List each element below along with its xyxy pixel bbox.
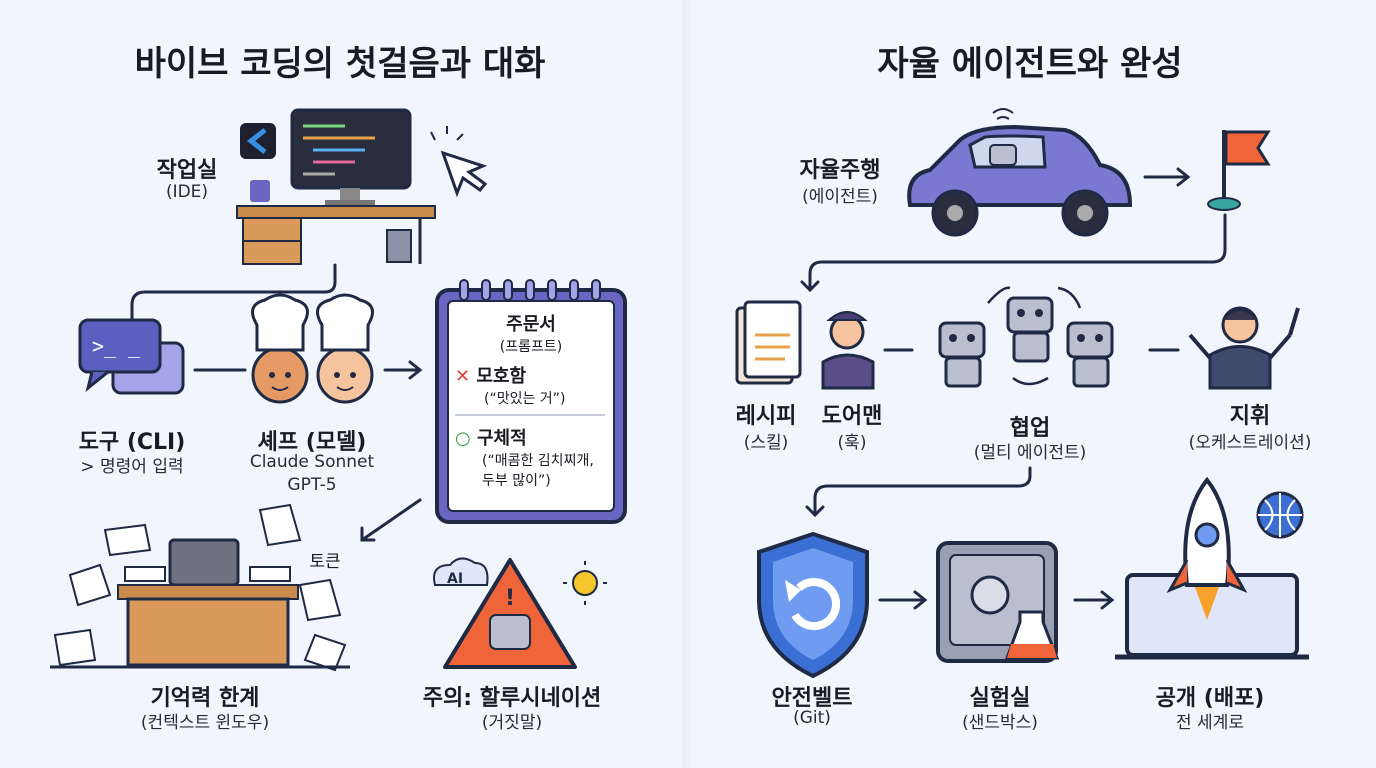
good-label: 구체적 [477,428,527,449]
cli-sub: > 명령어 입력 [80,457,184,477]
multi-agent-robots-icon [938,286,1114,388]
cli-prompt-glyph: >_ _ [92,334,141,358]
agent-sub: (에이전트) [802,187,878,207]
cli-label: 도구 (CLI) [78,430,186,455]
orchestration-label: 지휘 [1229,404,1271,429]
token-label: 토큰 [309,552,341,572]
bad-example: (“맛있는 거”) [484,391,566,407]
sandbox-label: 실험실 [969,686,1031,711]
conductor-icon [1188,306,1300,390]
git-sub: (Git) [793,708,831,728]
prompt-label: 주문서 [506,314,556,335]
notepad-rings-icon [459,279,601,301]
orchestration-sub: (오케스트레이션) [1188,433,1312,453]
prompt-bad: ✕ 모호함 [455,362,526,388]
ide-sub: (IDE) [165,182,209,202]
x-icon: ✕ [455,366,471,387]
model-sub-gpt: GPT-5 [287,475,337,495]
multi-agent-sub: (멀티 에이전트) [973,443,1087,463]
svg-text:!: ! [505,586,515,611]
hook-sub: (훅) [837,433,867,453]
multi-agent-label: 협업 [1009,416,1051,441]
model-sub-claude: Claude Sonnet [249,452,375,472]
context-sub: (컨텍스트 윈도우) [140,713,270,733]
prompt-notepad [435,288,627,524]
good-example-1: (“매콤한 김치찌개, [482,453,594,469]
ide-desk-icon [236,108,488,265]
memory-desk-icon [50,503,350,672]
bad-label: 모호함 [476,366,527,387]
sandbox-sub: (샌드박스) [962,713,1038,733]
left-title: 바이브 코딩의 첫걸음과 대화 [134,44,546,84]
self-driving-car-icon [907,108,1133,237]
deploy-label: 공개 (배포) [1155,686,1265,711]
deploy-sub: 전 세계로 [1176,713,1244,733]
sandbox-safe-icon [936,541,1060,663]
prompt-good: ○ 구체적 [455,424,527,450]
circle-icon: ○ [455,428,471,449]
right-title: 자율 에이전트와 완성 [877,44,1183,84]
chef-model-icon [251,293,374,404]
prompt-sub: (프롬프트) [499,339,563,355]
recipe-doorman-icon [735,300,875,390]
hook-label: 도어맨 [821,404,883,429]
divider [455,414,605,416]
deploy-rocket-icon [1115,476,1309,660]
ai-cloud-text: AI [447,571,463,587]
hallucination-label: 주의: 할루시네이션 [422,686,602,711]
context-label: 기억력 한계 [150,686,260,711]
hallucination-sub: (거짓말) [481,713,543,733]
git-shield-icon [757,531,869,679]
goal-flag-icon [1207,130,1271,211]
good-example-2: 두부 많이”) [482,473,551,489]
git-label: 안전벨트 [771,686,853,711]
skill-label: 레시피 [735,404,797,429]
cli-chat-icon: >_ _ [78,318,185,395]
hallucination-warning-icon: AI ! [433,557,607,669]
model-label: 셰프 (모델) [257,430,367,455]
skill-sub: (스킬) [743,433,789,453]
ide-label: 작업실 [156,158,218,183]
agent-label: 자율주행 [799,158,881,183]
